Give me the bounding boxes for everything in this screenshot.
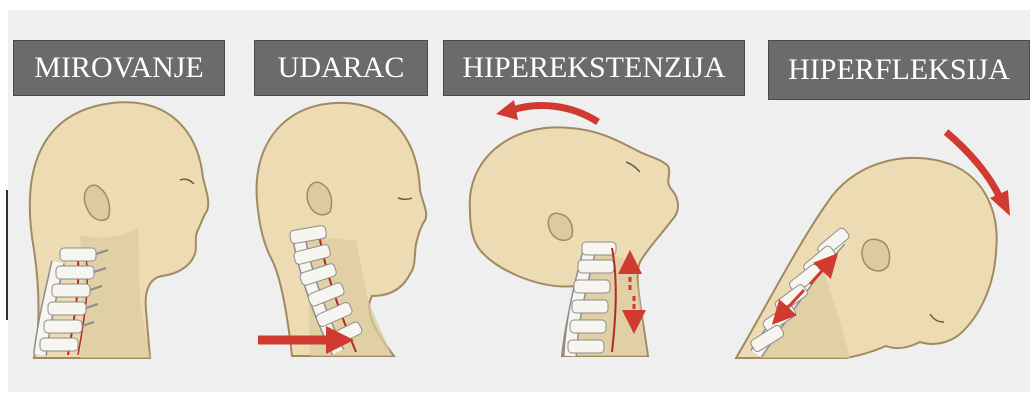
rotation-arrow-hyperextension — [512, 106, 598, 122]
figure-hyperextension — [470, 100, 678, 356]
figure-impact — [257, 103, 427, 356]
figure-rest — [30, 102, 208, 358]
rotation-arrowhead-hyperextension — [496, 100, 518, 120]
figure-hyperflexion — [736, 132, 1010, 358]
